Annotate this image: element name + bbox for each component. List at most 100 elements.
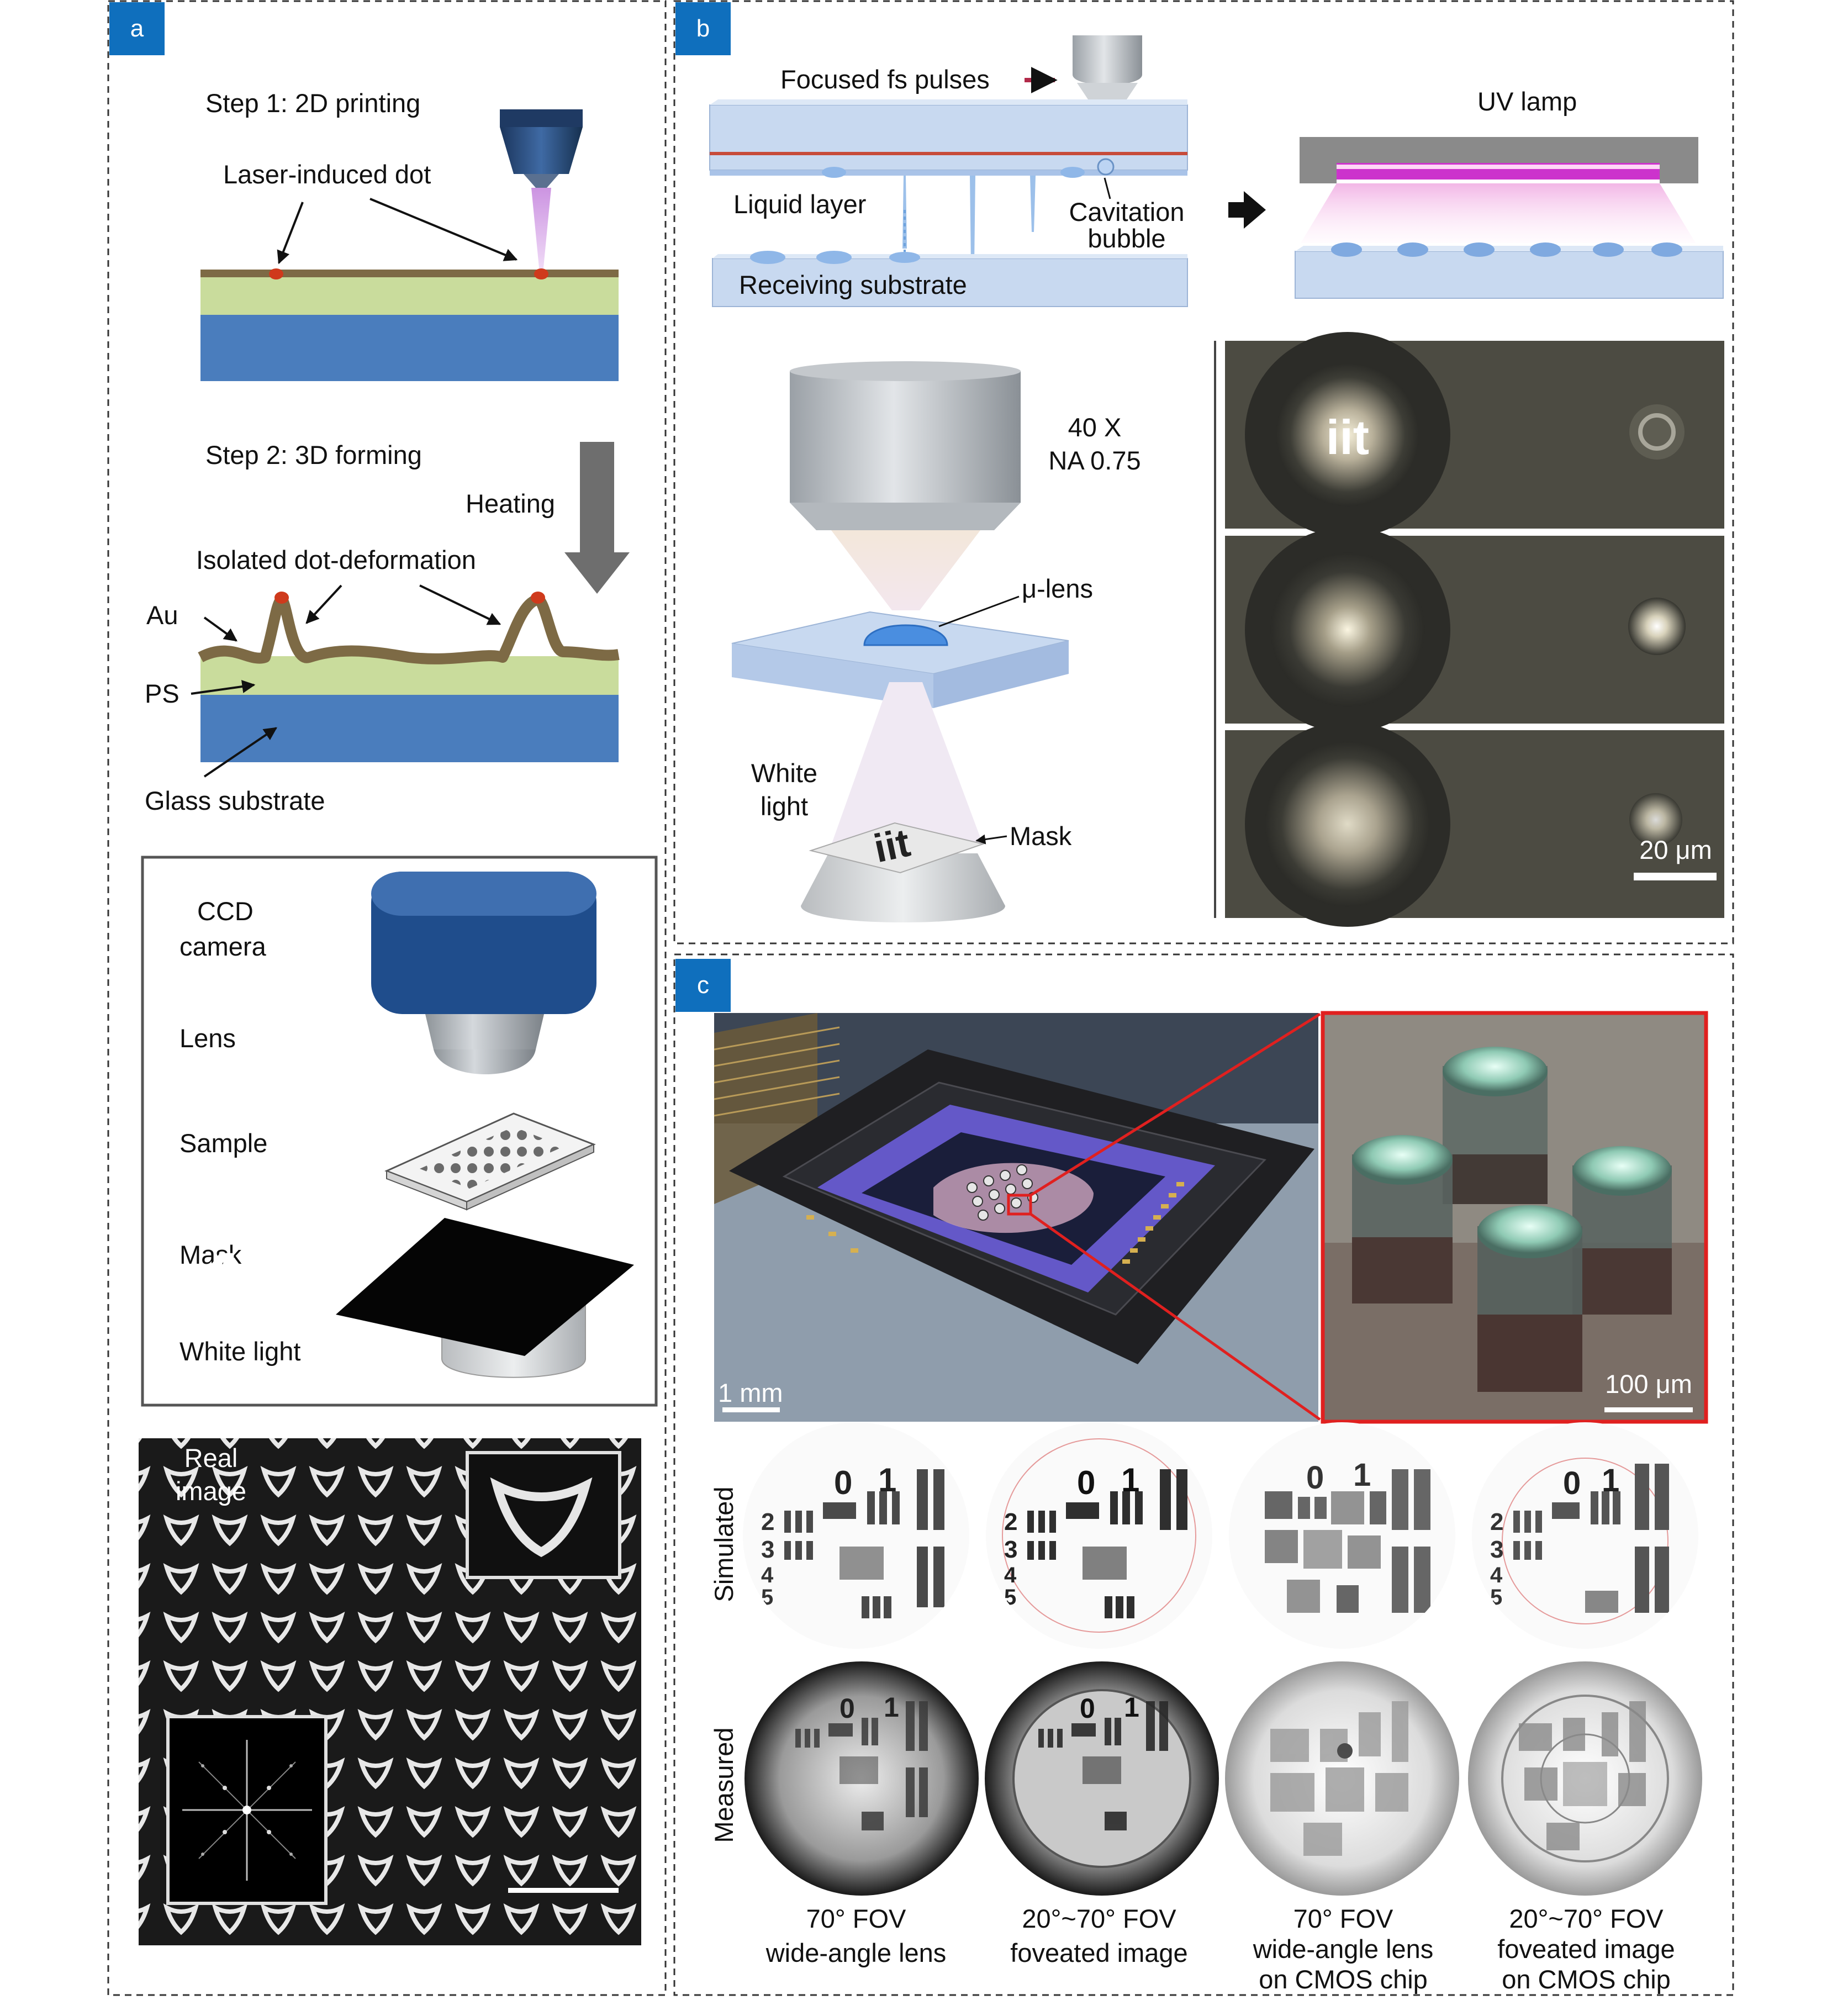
svg-text:5: 5 (1004, 1585, 1016, 1610)
svg-text:2: 2 (1490, 1508, 1503, 1535)
liquid-layer-label: Liquid layer (733, 189, 866, 219)
microscope-diagram: 40 X NA 0.75 μ-lens White light iit Mask (731, 361, 1141, 922)
micro-lens-column (1443, 1047, 1548, 1204)
lens-stack-zoom: 100 μm (1321, 1011, 1708, 1424)
panel-borders (107, 0, 1734, 1996)
badge-b: b (675, 2, 731, 55)
caption-4-line2: foveated image (1497, 1934, 1675, 1964)
micro-lens-column (1572, 1146, 1672, 1315)
svg-text:b: b (696, 15, 710, 42)
svg-text:3: 3 (1490, 1536, 1503, 1563)
simulated-chart-1: 0 1 2 3 4 5 6 (743, 1422, 969, 1649)
caption-1-line1: 70° FOV (806, 1904, 906, 1933)
svg-text:3: 3 (761, 1536, 774, 1563)
laser-dot-label: Laser-induced dot (223, 160, 431, 189)
svg-text:3: 3 (1004, 1536, 1017, 1563)
ps-layer (200, 271, 619, 315)
scale-bar (722, 1407, 780, 1412)
svg-text:5: 5 (1490, 1585, 1502, 1610)
lift-transfer-diagram: Focused fs pulses Liquid layer Cavitatio… (709, 35, 1188, 307)
step1-diagram: Step 1: 2D printing Laser-induced dot (200, 88, 619, 381)
sample-label: Sample (179, 1128, 267, 1158)
cavitation-label-line1: Cavitation (1069, 197, 1185, 226)
lens-icon (425, 1014, 544, 1074)
measured-chart-3 (1225, 1661, 1459, 1896)
caption-2-line2: foveated image (1010, 1938, 1187, 1967)
cavitation-label-line2: bubble (1087, 224, 1165, 253)
caption-3-line1: 70° FOV (1293, 1904, 1393, 1933)
mask-label: Mask (179, 1240, 242, 1269)
ccd-label-line1: CCD (197, 896, 254, 926)
simulated-chart-2: 0 1 2 3 4 5 6 (986, 1422, 1212, 1649)
sample-plate-icon (384, 1112, 596, 1211)
measured-chart-4 (1468, 1661, 1702, 1896)
real-image-label-line1: Real (184, 1443, 238, 1473)
scale-bar (1634, 873, 1717, 880)
uv-lamp-label: UV lamp (1477, 87, 1577, 116)
pulses-label: Focused fs pulses (780, 65, 990, 94)
svg-text:6: 6 (1004, 1607, 1015, 1628)
micro-text: iit (1326, 410, 1369, 465)
svg-text:a: a (130, 15, 144, 42)
svg-text:1: 1 (884, 1692, 899, 1723)
svg-text:0: 0 (834, 1464, 852, 1501)
micro-lens-column (1477, 1205, 1582, 1392)
micro-lens-icon (863, 624, 948, 646)
svg-text:4: 4 (1004, 1563, 1017, 1587)
micro-scale-label: 20 μm (1639, 835, 1712, 864)
simulated-chart-3: 0 1 (1229, 1422, 1455, 1649)
micrograph-stack: iit 20 μm (1214, 332, 1724, 927)
magnification-label: 40 X (1068, 413, 1122, 442)
white-light-label-line2: light (761, 791, 808, 821)
white-light-label: White light (179, 1337, 300, 1366)
row-measured-label: Measured (709, 1728, 738, 1843)
measured-chart-1: 0 1 (745, 1661, 979, 1896)
receiving-label: Receiving substrate (739, 270, 967, 299)
svg-text:0: 0 (1080, 1693, 1095, 1724)
svg-text:4: 4 (1490, 1563, 1503, 1587)
mask-label: Mask (1010, 821, 1072, 851)
svg-text:0: 0 (1563, 1465, 1581, 1501)
svg-text:5: 5 (761, 1585, 773, 1610)
objective-icon (500, 109, 583, 273)
white-light-label-line1: White (751, 758, 817, 788)
chip-scale-label: 1 mm (718, 1378, 783, 1407)
step1-title: Step 1: 2D printing (205, 88, 420, 118)
fft-pattern (182, 1740, 312, 1881)
badge-c: c (675, 959, 731, 1012)
ps-label: PS (145, 679, 179, 708)
real-image-label-line2: image (176, 1476, 246, 1506)
measured-chart-2: 0 1 (985, 1661, 1219, 1896)
imaging-setup: CCD camera Lens Sample Mask White light … (141, 856, 658, 1407)
svg-text:6: 6 (1490, 1607, 1501, 1628)
caption-1-line2: wide-angle lens (765, 1938, 947, 1967)
objective-icon (790, 361, 1021, 530)
micro-lens-label: μ-lens (1022, 574, 1093, 603)
glass-label: Glass substrate (145, 786, 325, 815)
row-simulated-label: Simulated (709, 1487, 738, 1602)
svg-text:c: c (697, 972, 709, 999)
svg-text:1: 1 (1124, 1692, 1139, 1723)
step2-title: Step 2: 3D forming (205, 440, 422, 469)
fov-captions: 70° FOV wide-angle lens 20°~70° FOV fove… (765, 1904, 1675, 1994)
deformation-label: Isolated dot-deformation (196, 545, 476, 574)
mask-icon: A (172, 1218, 634, 1378)
svg-text:1: 1 (878, 1461, 896, 1498)
numerical-aperture-label: NA 0.75 (1048, 446, 1141, 475)
real-image-micrograph: Real image (139, 1438, 641, 1945)
zoom-scale-label: 100 μm (1605, 1369, 1692, 1399)
svg-text:1: 1 (1602, 1463, 1619, 1498)
svg-text:1: 1 (1121, 1461, 1139, 1498)
simulated-chart-4: 0 1 2 3 4 5 6 (1472, 1422, 1698, 1649)
svg-text:0: 0 (839, 1693, 855, 1724)
svg-text:4: 4 (761, 1563, 774, 1587)
lens-label: Lens (179, 1023, 236, 1053)
svg-text:2: 2 (761, 1508, 774, 1535)
ccd-camera-icon (371, 872, 596, 1014)
caption-2-line1: 20°~70° FOV (1022, 1904, 1176, 1933)
badge-a: a (109, 2, 165, 55)
micro-lens-column (1352, 1135, 1453, 1304)
svg-text:0: 0 (1306, 1460, 1324, 1496)
process-arrow-icon (1228, 191, 1266, 229)
